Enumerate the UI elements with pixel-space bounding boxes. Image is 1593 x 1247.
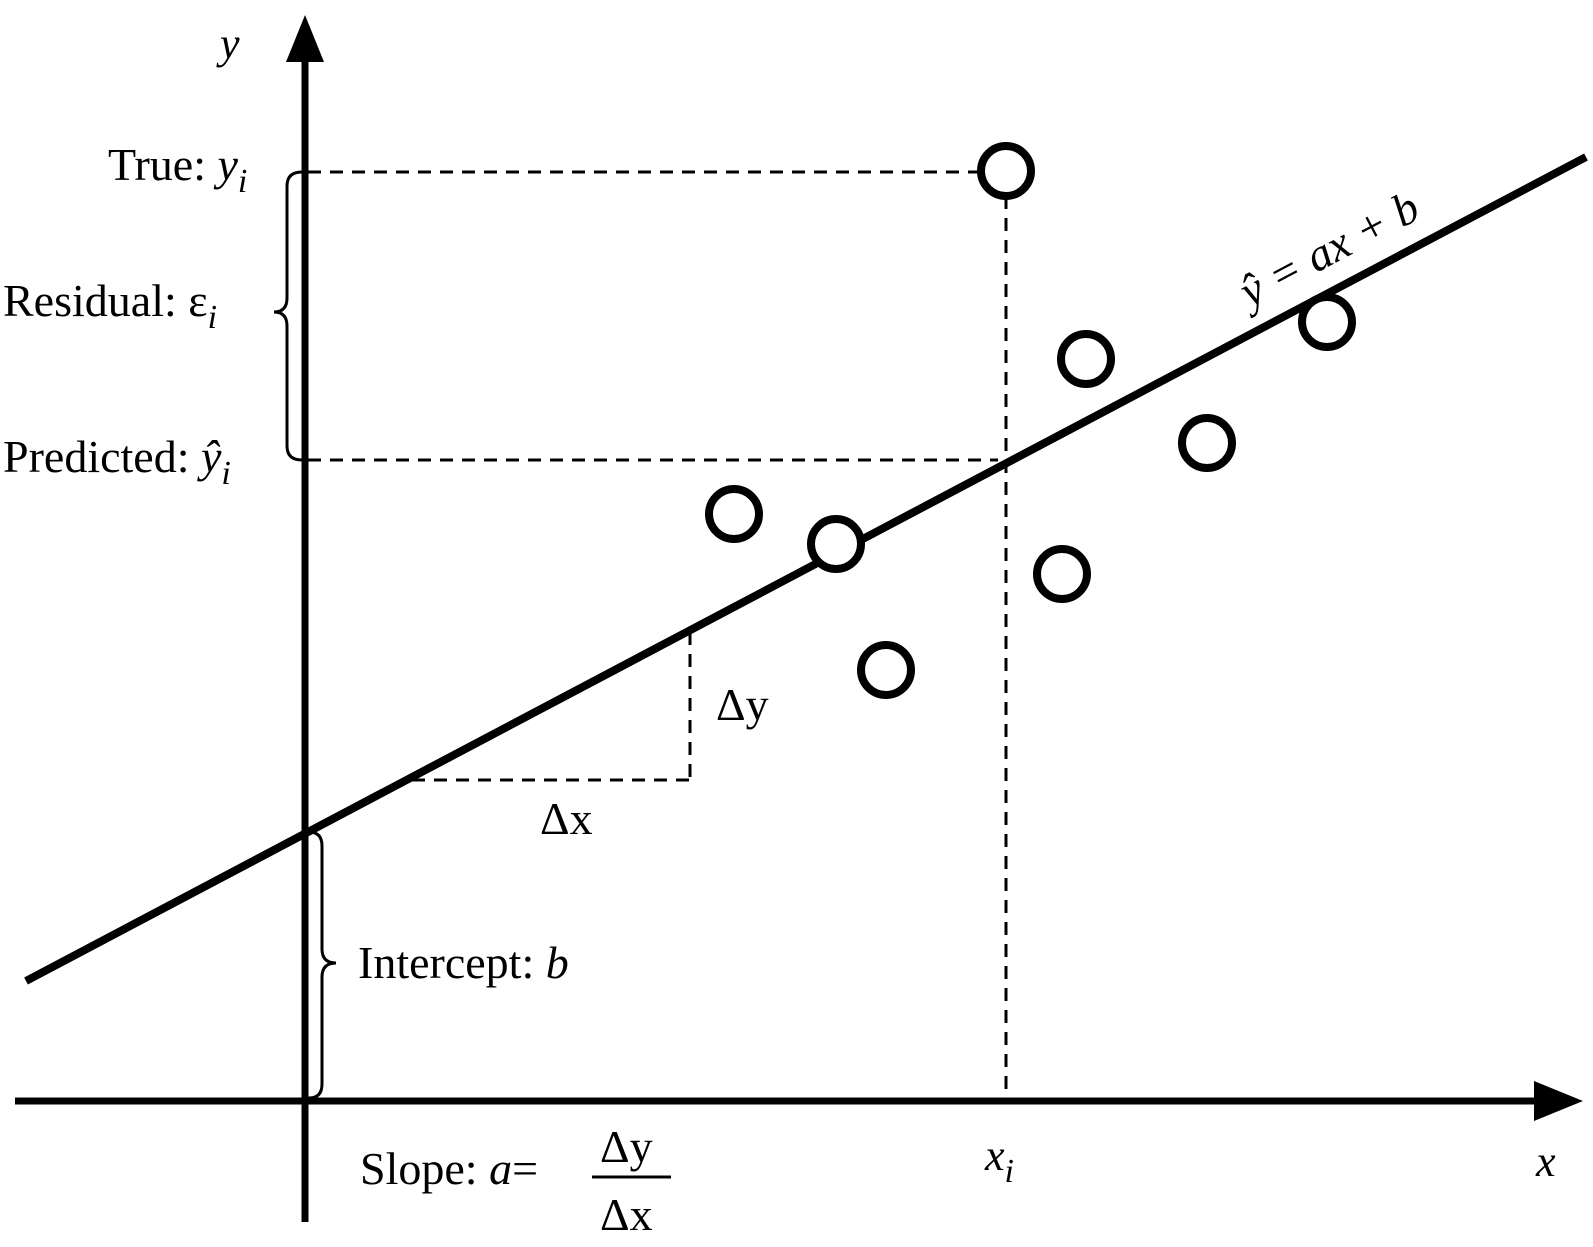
data-point bbox=[1178, 414, 1236, 472]
x-axis-label: x bbox=[1535, 1137, 1556, 1186]
data-points bbox=[705, 142, 1356, 699]
data-point bbox=[977, 142, 1035, 200]
braces bbox=[273, 170, 337, 1100]
slope-denominator: Δx bbox=[600, 1189, 653, 1240]
residual-label: Residual: εi bbox=[3, 275, 217, 336]
data-point bbox=[1033, 545, 1091, 603]
residual-brace bbox=[273, 170, 304, 462]
data-point bbox=[705, 485, 763, 543]
slope-numerator: Δy bbox=[600, 1121, 653, 1172]
data-point bbox=[857, 641, 915, 699]
delta-x-label: Δx bbox=[540, 793, 593, 844]
axes bbox=[15, 55, 1540, 1222]
intercept-brace bbox=[307, 830, 337, 1100]
slope-label: Slope: a= bbox=[360, 1143, 538, 1194]
true-label: True: yi bbox=[108, 139, 247, 200]
data-point bbox=[807, 515, 865, 573]
x-i-label: xi bbox=[984, 1131, 1014, 1190]
data-point bbox=[1298, 293, 1356, 351]
y-axis-arrowhead bbox=[286, 15, 324, 62]
predicted-label: Predicted: ŷi bbox=[3, 431, 231, 492]
regression-line bbox=[24, 153, 1588, 985]
intercept-label: Intercept: b bbox=[358, 937, 569, 988]
data-point bbox=[1057, 330, 1115, 388]
delta-y-label: Δy bbox=[716, 679, 769, 730]
x-axis-arrowhead bbox=[1534, 1081, 1583, 1121]
y-axis-label: y bbox=[216, 19, 240, 68]
dashed-guides bbox=[308, 170, 1008, 1098]
